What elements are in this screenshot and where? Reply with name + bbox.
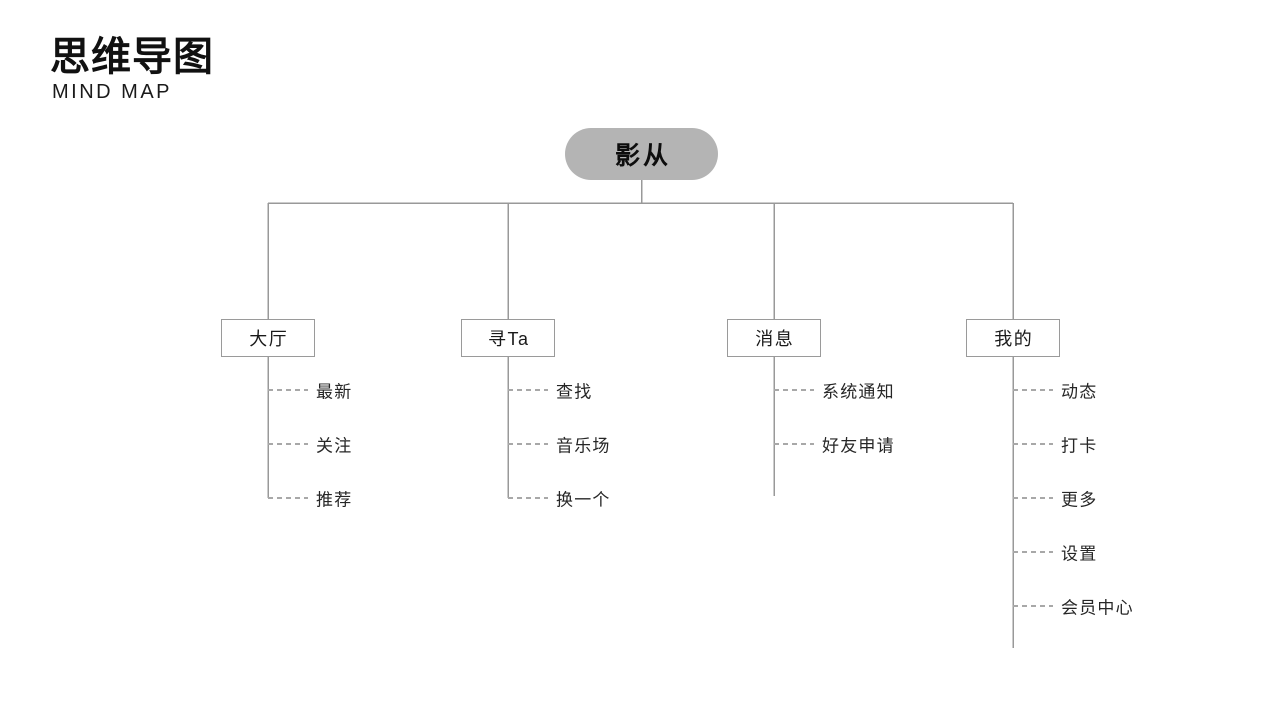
root-node-label: 影从 <box>614 142 671 170</box>
mindmap-leaf-node[interactable]: 好友申请 <box>822 436 895 456</box>
mindmap-root-node[interactable]: 影从 <box>565 128 718 180</box>
page-title: 思维导图 <box>50 35 214 79</box>
mindmap-branch-node[interactable]: 大厅 <box>221 319 315 357</box>
mindmap-leaf-node[interactable]: 推荐 <box>316 490 353 510</box>
branch-node-label: 寻Ta <box>487 329 530 349</box>
page-title-block: 思维导图 MIND MAP <box>50 35 214 104</box>
mindmap-leaf-node[interactable]: 最新 <box>316 382 353 402</box>
mindmap-leaf-node[interactable]: 更多 <box>1061 490 1098 510</box>
mindmap-leaf-node[interactable]: 设置 <box>1061 544 1098 564</box>
mindmap-leaf-node[interactable]: 音乐场 <box>556 436 611 456</box>
branch-node-label: 消息 <box>755 329 795 349</box>
branch-node-label: 大厅 <box>249 329 289 349</box>
mindmap-branch-node[interactable]: 我的 <box>966 319 1060 357</box>
mindmap-leaf-node[interactable]: 系统通知 <box>822 382 895 402</box>
mindmap-leaf-node[interactable]: 查找 <box>556 382 593 402</box>
mindmap-leaf-node[interactable]: 会员中心 <box>1061 598 1134 618</box>
branch-node-label: 我的 <box>994 329 1034 349</box>
mindmap-leaf-node[interactable]: 关注 <box>316 436 353 456</box>
mindmap-branch-node[interactable]: 消息 <box>727 319 821 357</box>
mindmap-leaf-node[interactable]: 换一个 <box>556 490 611 510</box>
mindmap-leaf-node[interactable]: 动态 <box>1061 382 1098 402</box>
mindmap-branch-node[interactable]: 寻Ta <box>461 319 555 357</box>
mindmap-leaf-node[interactable]: 打卡 <box>1061 436 1098 456</box>
page-subtitle: MIND MAP <box>52 81 172 104</box>
